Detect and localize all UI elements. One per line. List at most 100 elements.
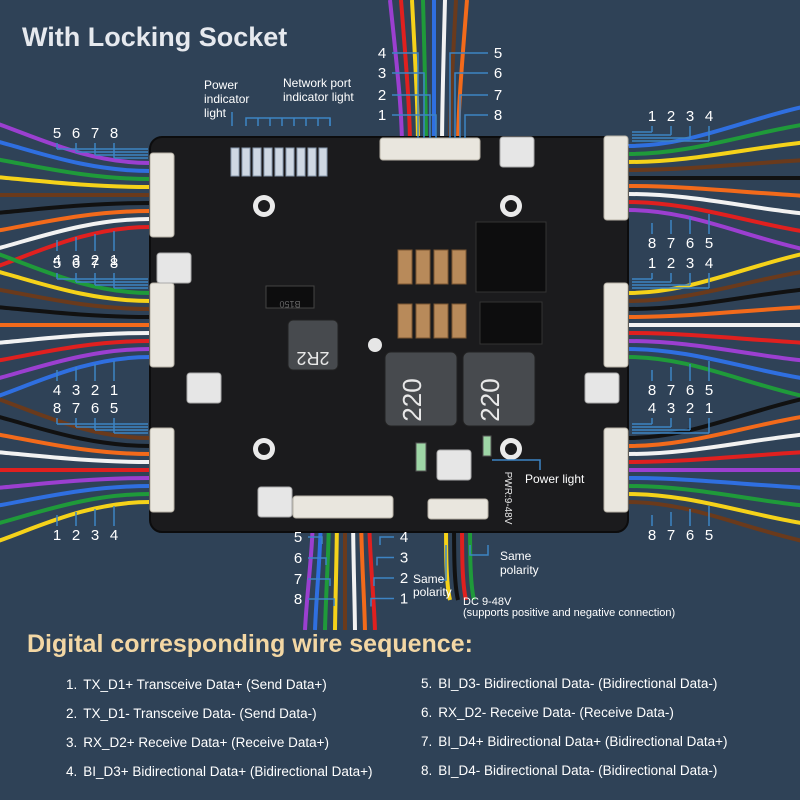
indicator-led: [230, 147, 240, 177]
wire: [626, 123, 800, 156]
power-connector-housing: [427, 498, 489, 520]
pin-number-label: 5: [294, 529, 302, 546]
wire: [0, 450, 152, 464]
wire: [456, 0, 469, 149]
pin-leader-line: [373, 577, 394, 586]
pin-leader-line: [392, 114, 437, 138]
pin-number-label: 2: [91, 252, 99, 269]
wire: [626, 140, 800, 164]
network-indicator-label: indicator light: [283, 90, 354, 104]
pin-number-label: 3: [91, 527, 99, 544]
pin-number-label: 1: [705, 400, 713, 417]
wire-sequence-item: 4.BI_D3+ Bidirectional Data+ (Bidirectio…: [66, 764, 373, 779]
wire: [410, 0, 420, 149]
wire-sequence-item: 7.BI_D4+ Bidirectional Data+ (Bidirectio…: [421, 734, 728, 749]
pwr-silk-label: PWR:9-48V: [502, 472, 513, 525]
pin-leader-line: [459, 94, 488, 138]
wire: [626, 415, 800, 448]
wire: [626, 432, 800, 456]
pin-number-label: 1: [648, 255, 656, 272]
wire: [0, 305, 152, 319]
pin-number-label: 6: [686, 235, 694, 252]
pin-number-label: 4: [53, 252, 61, 269]
pin-number-label: 1: [53, 527, 61, 544]
pin-number-label: 2: [72, 527, 80, 544]
wire: [626, 305, 800, 319]
pin-number-label: 4: [53, 382, 61, 399]
round-pad: [368, 338, 382, 352]
connector-housing: [292, 495, 394, 519]
capacitor: [397, 249, 413, 285]
dc-input-label: (supports positive and negative connecti…: [463, 607, 675, 619]
wire: [0, 217, 152, 250]
wire: [626, 347, 800, 380]
pin-number-label: 3: [378, 65, 386, 82]
pin-number-label: 6: [494, 65, 502, 82]
wire: [0, 355, 152, 398]
wire: [421, 0, 428, 149]
wire-sequence-heading: Digital corresponding wire sequence:: [27, 630, 473, 658]
wire: [0, 476, 152, 490]
capacitor: [451, 249, 467, 285]
wire-sequence-list-right: 5.BI_D3- Bidirectional Data- (Bidirectio…: [421, 669, 728, 785]
pin-number-label: 7: [494, 87, 502, 104]
wire: [626, 492, 800, 525]
capacitor: [451, 303, 467, 339]
pin-number-label: 5: [53, 125, 61, 142]
power-light-label: Power light: [525, 472, 585, 486]
wire: [626, 484, 800, 508]
polarity-bracket: [440, 545, 447, 581]
wire: [0, 339, 152, 363]
capacitor: [433, 303, 449, 339]
smd-part: [156, 252, 192, 284]
pin-number-label: 2: [400, 570, 408, 587]
chip-marking: B150: [279, 299, 300, 309]
connector-housing: [603, 135, 629, 221]
wire-sequence-item: 8.BI_D4- Bidirectional Data- (Bidirectio…: [421, 763, 718, 778]
wire: [626, 397, 800, 440]
pin-number-label: 7: [667, 235, 675, 252]
pin-leader-line: [379, 536, 394, 545]
smd-part: [436, 449, 472, 481]
pin-leader-line: [392, 52, 419, 138]
pin-number-label: 8: [294, 591, 302, 608]
indicator-led: [307, 147, 317, 177]
pin-number-label: 8: [648, 527, 656, 544]
pin-number-label: 5: [705, 527, 713, 544]
pin-number-label: 2: [667, 108, 675, 125]
pin-number-label: 4: [705, 108, 713, 125]
polarity-bracket: [469, 545, 489, 556]
indicator-led: [274, 147, 284, 177]
wire: [626, 339, 800, 363]
wire-sequence-item: 5.BI_D3- Bidirectional Data- (Bidirectio…: [421, 676, 718, 691]
pin-number-label: 7: [294, 571, 302, 588]
small-inductor: [287, 319, 339, 371]
wire: [626, 287, 800, 311]
capacitor: [415, 303, 431, 339]
wire: [388, 0, 404, 149]
wire: [626, 158, 800, 172]
capacitor: [397, 303, 413, 339]
indicator-led: [241, 147, 251, 177]
pin-number-label: 2: [686, 400, 694, 417]
pin-number-label: 8: [110, 255, 118, 272]
pin-number-label: 6: [294, 550, 302, 567]
wire: [0, 331, 152, 345]
same-polarity-label: polarity: [500, 563, 539, 577]
indicator-led: [263, 147, 273, 177]
mounting-hole-inner: [505, 443, 517, 455]
power-indicator-label: indicator: [204, 92, 249, 106]
inductor-marking: 220: [397, 378, 427, 421]
pin-number-label: 2: [667, 255, 675, 272]
inductor-marking: 220: [475, 378, 505, 421]
wire: [626, 252, 800, 295]
wire-sequence-item: 1.TX_D1+ Transceive Data+ (Send Data+): [66, 677, 327, 692]
wire: [0, 492, 152, 525]
wire: [0, 209, 152, 233]
power-indicator-label: light: [204, 106, 227, 120]
pin-number-label: 6: [91, 400, 99, 417]
pin-number-label: 5: [494, 45, 502, 62]
pin-number-label: 7: [91, 255, 99, 272]
wire: [626, 270, 800, 303]
